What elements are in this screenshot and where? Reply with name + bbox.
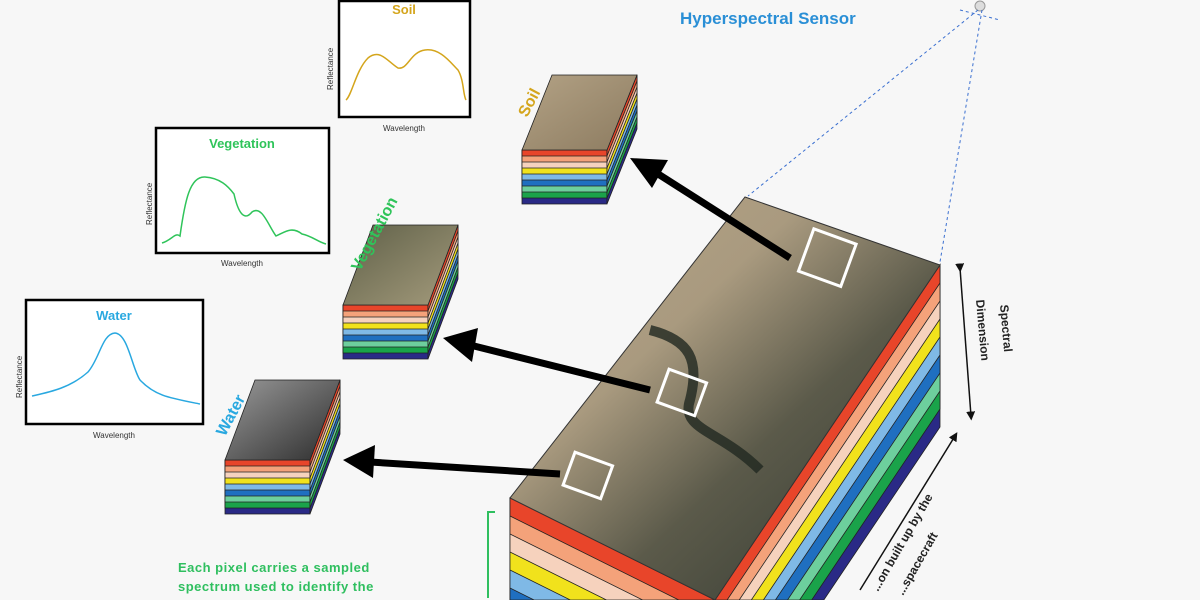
sensor-view-line — [959, 9, 1001, 21]
water-spectrum-chart: Water Wavelength Reflectance — [15, 298, 205, 440]
sensor-view-line — [747, 9, 979, 197]
cube-image — [521, 74, 638, 151]
spatial-dimension-arrow — [859, 432, 958, 591]
vegetation-xlabel: Wavelength — [221, 259, 263, 268]
soil-spectrum-chart: Soil Wavelength Reflectance — [326, 0, 472, 133]
water-chart-title: Water — [96, 308, 132, 323]
water-pixel-box — [561, 450, 615, 501]
soil-arrowhead — [630, 158, 668, 188]
soil-spectrum-curve — [345, 49, 467, 101]
cube-image — [342, 224, 459, 306]
vegetation-pixel-box — [655, 367, 709, 418]
soil-xlabel: Wavelength — [383, 124, 425, 133]
river — [648, 325, 764, 474]
sensor-view-line — [939, 9, 983, 263]
soil-chart-title: Soil — [392, 2, 416, 17]
soil-pixel-box — [796, 226, 859, 289]
water-cube — [224, 379, 341, 515]
caption-bracket — [487, 511, 495, 598]
vegetation-ylabel: Reflectance — [145, 182, 154, 225]
water-spectrum-curve — [31, 332, 201, 405]
cube-band — [224, 459, 311, 467]
vegetation-arrow — [469, 341, 651, 394]
spectral-dimension-line2: Dimension — [973, 299, 992, 361]
vegetation-arrowhead — [443, 328, 478, 362]
sensor-title: Hyperspectral Sensor — [680, 9, 856, 28]
spectral-dimension-arrow — [955, 263, 976, 421]
caption-line1: Each pixel carries a sampled — [178, 560, 370, 575]
vegetation-spectrum-chart: Vegetation Wavelength Reflectance — [145, 126, 331, 268]
soil-ylabel: Reflectance — [326, 47, 335, 90]
vegetation-chart-title: Vegetation — [209, 136, 275, 151]
water-arrowhead — [343, 445, 375, 478]
cube-image — [224, 379, 341, 461]
water-arrow — [369, 458, 561, 478]
cube-band — [521, 149, 608, 157]
main-cube-bands — [509, 263, 941, 600]
water-ylabel: Reflectance — [15, 355, 24, 398]
caption: Each pixel carries a sampled spectrum us… — [178, 558, 453, 596]
spectral-dimension-line1: Spectral — [997, 304, 1015, 352]
arrows — [343, 158, 792, 478]
main-scene-image — [509, 196, 941, 600]
sensor-icon — [974, 0, 986, 12]
soil-arrow — [653, 169, 792, 261]
soil-cube — [521, 74, 638, 205]
cube-band — [342, 304, 429, 312]
vegetation-spectrum-curve — [161, 176, 327, 245]
water-xlabel: Wavelength — [93, 431, 135, 440]
vegetation-cube — [342, 224, 459, 360]
caption-line2: spectrum used to identify the — [178, 579, 374, 594]
